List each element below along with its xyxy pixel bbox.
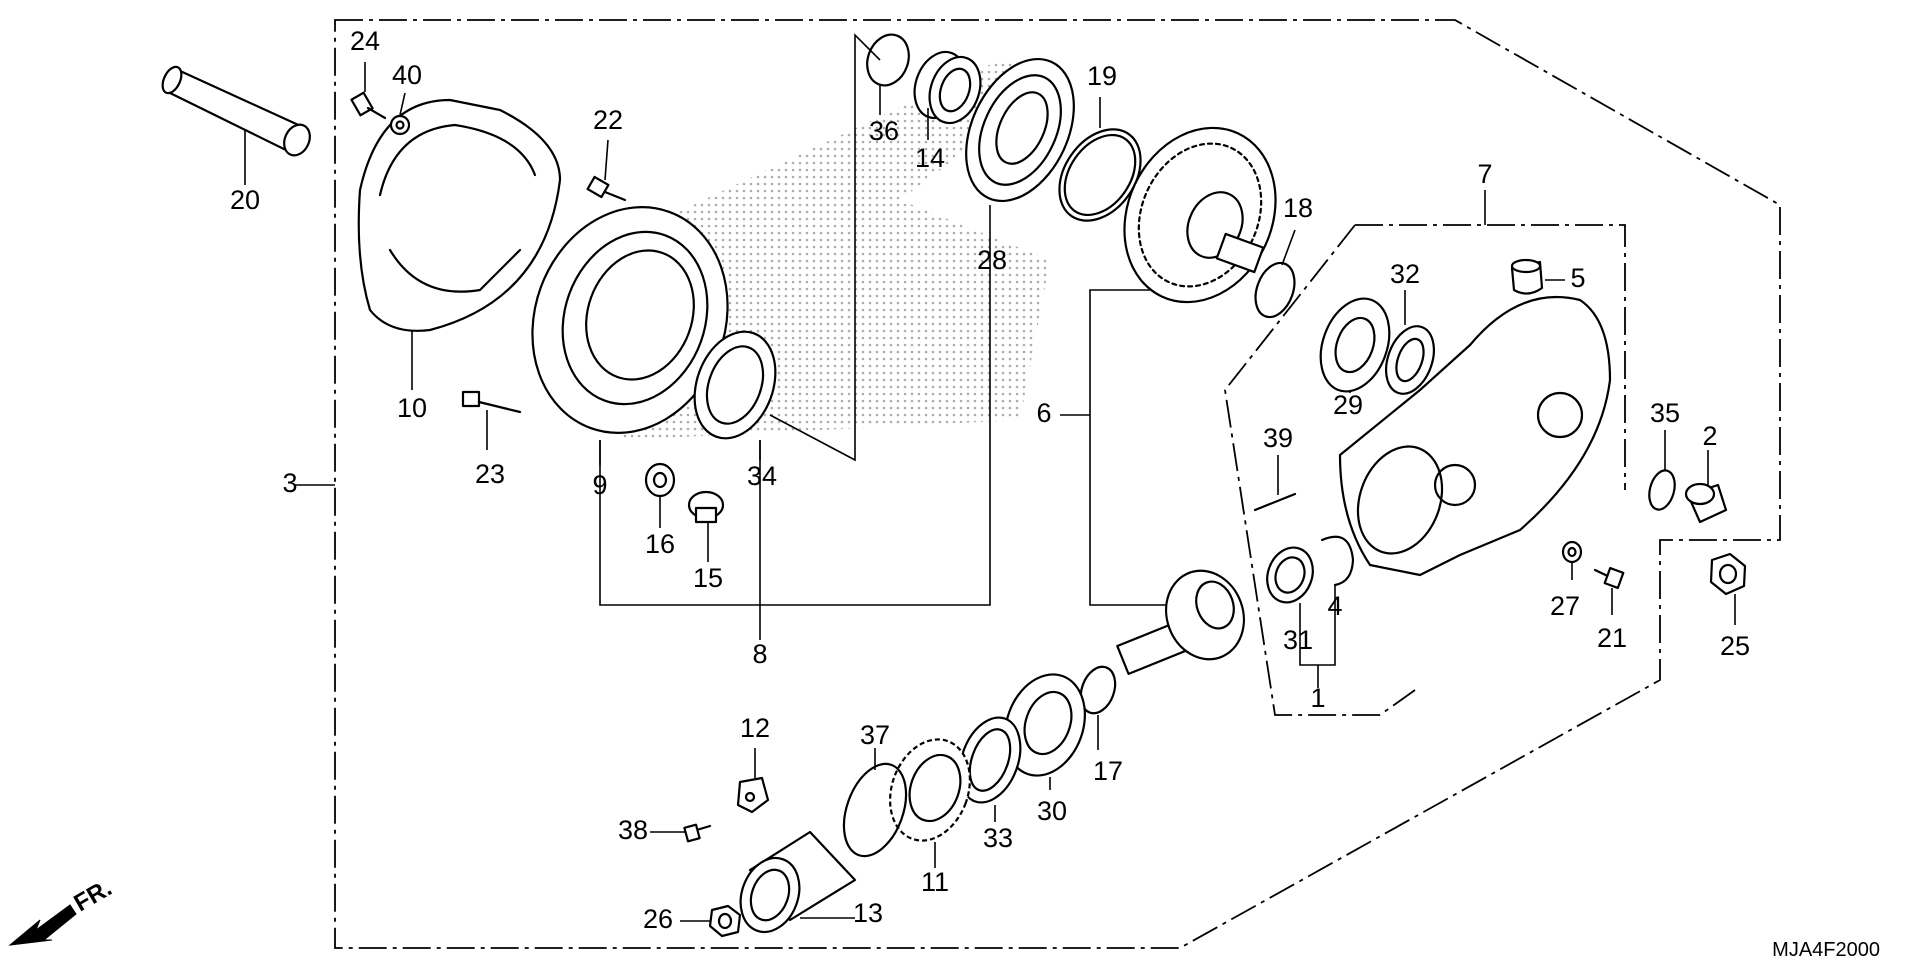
callout-16: 16: [645, 529, 675, 559]
part-21-bolt: [1593, 566, 1625, 615]
group-bracket-8: [599, 235, 991, 640]
callout-8: 8: [752, 639, 767, 669]
callout-13: 13: [853, 898, 883, 928]
callout-10: 10: [397, 393, 427, 423]
callout-36: 36: [869, 116, 899, 146]
callout-26: 26: [643, 904, 673, 934]
callout-21: 21: [1597, 623, 1627, 653]
callout-32: 32: [1390, 259, 1420, 289]
part-17-shim: [1079, 665, 1117, 750]
part-28-bearing: [965, 57, 1075, 235]
part-23-bolt: [461, 390, 522, 450]
callout-39: 39: [1263, 423, 1293, 453]
part-2-plug: [1684, 450, 1728, 524]
callout-31: 31: [1283, 625, 1313, 655]
callout-33: 33: [983, 823, 1013, 853]
part-10-shield: [357, 98, 562, 390]
callout-7: 7: [1477, 159, 1492, 189]
group-bracket-36-14: [769, 33, 881, 462]
assembly-frame: [295, 19, 1781, 949]
callout-1: 1: [1310, 683, 1325, 713]
callout-11: 11: [921, 867, 949, 897]
part-5-cap: [1510, 258, 1565, 295]
callout-labels: 1 2 3 4 5 6 7 8 9 10 11 12 13 14 15 16 1…: [230, 26, 1750, 934]
callout-38: 38: [618, 815, 648, 845]
part-16-washer: [644, 462, 676, 528]
callout-6: 6: [1036, 398, 1051, 428]
callout-2: 2: [1702, 421, 1717, 451]
group-bracket-6: [1060, 289, 1170, 606]
part-22-bolt: [586, 139, 627, 202]
callout-28: 28: [977, 245, 1007, 275]
callout-40: 40: [392, 60, 422, 90]
part-32-seal: [1385, 290, 1435, 395]
part-13-sleeve: [739, 830, 857, 934]
part-27-washer: [1561, 540, 1583, 580]
part-29-bearing: [1319, 297, 1391, 393]
callout-29: 29: [1333, 390, 1363, 420]
part-36-o-ring: [866, 33, 910, 115]
part-34-oil-seal: [693, 330, 777, 460]
part-6-ring-gear: [1123, 126, 1277, 304]
callout-20: 20: [230, 185, 260, 215]
callout-27: 27: [1550, 591, 1580, 621]
part-39-stud: [1253, 455, 1297, 512]
part-11-coupling: [889, 738, 971, 868]
part-40-washer: [389, 92, 411, 136]
part-35-o-ring: [1648, 430, 1676, 511]
part-30-bearing: [1004, 673, 1086, 790]
diagram-code: MJA4F2000: [1772, 939, 1880, 960]
group-bracket-7: [1224, 195, 1626, 716]
part-20-tube: [161, 65, 311, 185]
part-26-nut: [680, 904, 742, 938]
callout-17: 17: [1093, 756, 1123, 786]
part-38-screw: [650, 823, 712, 843]
part-33-ring: [958, 716, 1022, 822]
part-25-nut: [1709, 552, 1747, 625]
part-12-joint: [736, 748, 770, 814]
callout-23: 23: [475, 459, 505, 489]
callout-4: 4: [1327, 591, 1342, 621]
callout-19: 19: [1087, 61, 1117, 91]
callout-15: 15: [693, 563, 723, 593]
callout-25: 25: [1720, 631, 1750, 661]
callout-30: 30: [1037, 796, 1067, 826]
part-7-gear-case: [1338, 190, 1612, 577]
part-24-bolt: [350, 62, 387, 120]
callout-5: 5: [1570, 263, 1585, 293]
callout-22: 22: [593, 105, 623, 135]
callout-9: 9: [592, 470, 607, 500]
part-6-pinion-gear: [1116, 569, 1245, 675]
part-19-snap-ring: [1058, 97, 1142, 222]
part-37-o-ring: [842, 748, 908, 858]
callout-37: 37: [860, 720, 890, 750]
callout-34: 34: [747, 461, 777, 491]
callout-24: 24: [350, 26, 380, 56]
part-18-shim: [1254, 229, 1296, 319]
group-bracket-1: [1299, 630, 1336, 688]
callout-14: 14: [915, 143, 945, 173]
front-direction-arrow: FR.: [8, 874, 117, 946]
part-31-needle-bearing: [1266, 546, 1314, 630]
callout-35: 35: [1650, 398, 1680, 428]
direction-label: FR.: [70, 874, 117, 917]
callout-18: 18: [1283, 193, 1313, 223]
part-14-collar: [913, 50, 982, 140]
callout-3: 3: [282, 468, 297, 498]
callout-12: 12: [740, 713, 770, 743]
part-15-plug: [687, 490, 725, 562]
part-4-clip: [1320, 535, 1355, 630]
